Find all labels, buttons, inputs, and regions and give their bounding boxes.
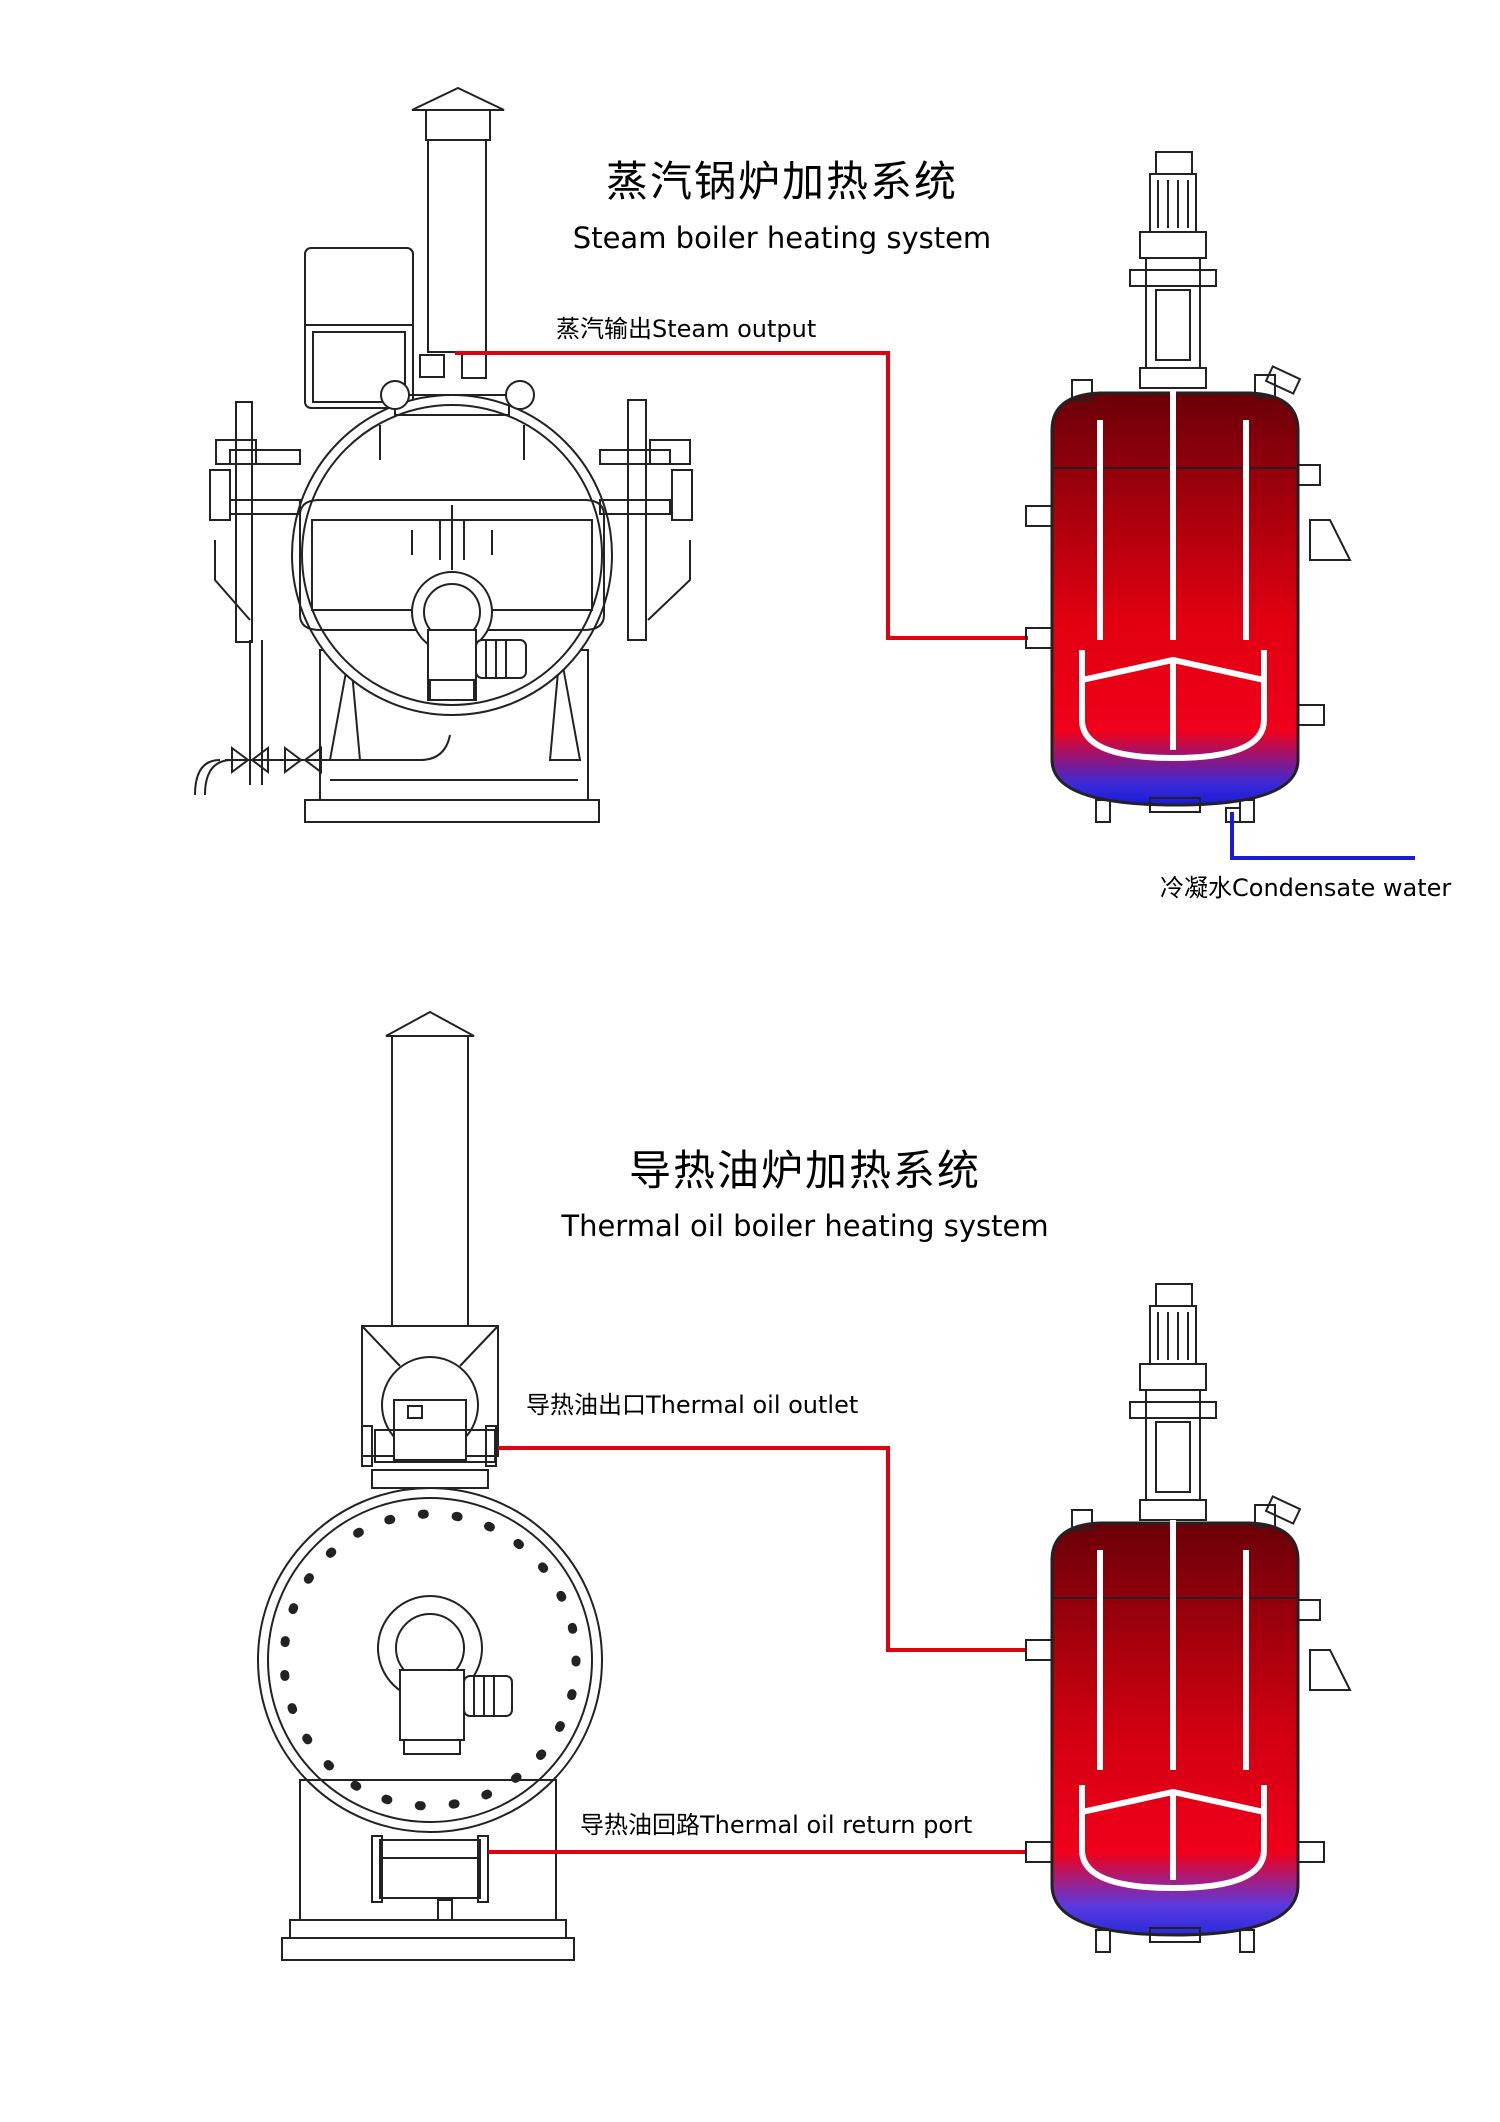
burner-icon — [411, 571, 527, 701]
chimney-icon — [385, 1010, 475, 1327]
thermal-oil-boiler-icon — [257, 1010, 603, 1961]
steam-boiler-icon — [194, 86, 693, 823]
steam-title-en: Steam boiler heating system — [573, 221, 991, 255]
chimney-icon — [411, 86, 505, 353]
oil-return-label: 导热油回路Thermal oil return port — [580, 1811, 972, 1839]
steam-output-pipe — [455, 351, 1028, 640]
oil-outlet-pipe — [498, 1446, 1025, 1652]
steam-title-cn: 蒸汽锅炉加热系统 — [606, 157, 958, 206]
steam-output-label: 蒸汽输出Steam output — [556, 315, 816, 343]
motor-icon — [1129, 1283, 1217, 1521]
oil-title-en: Thermal oil boiler heating system — [560, 1209, 1048, 1243]
burner-icon — [377, 1595, 513, 1755]
oil-outlet-label: 导热油出口Thermal oil outlet — [526, 1391, 858, 1419]
motor-icon — [1129, 151, 1217, 389]
oil-title-cn: 导热油炉加热系统 — [629, 1146, 981, 1195]
reactor-vessel-icon — [1025, 1283, 1352, 1953]
reactor-vessel-icon — [1025, 151, 1352, 823]
condensate-label: 冷凝水Condensate water — [1160, 874, 1451, 902]
condensate-pipe — [1230, 812, 1415, 860]
